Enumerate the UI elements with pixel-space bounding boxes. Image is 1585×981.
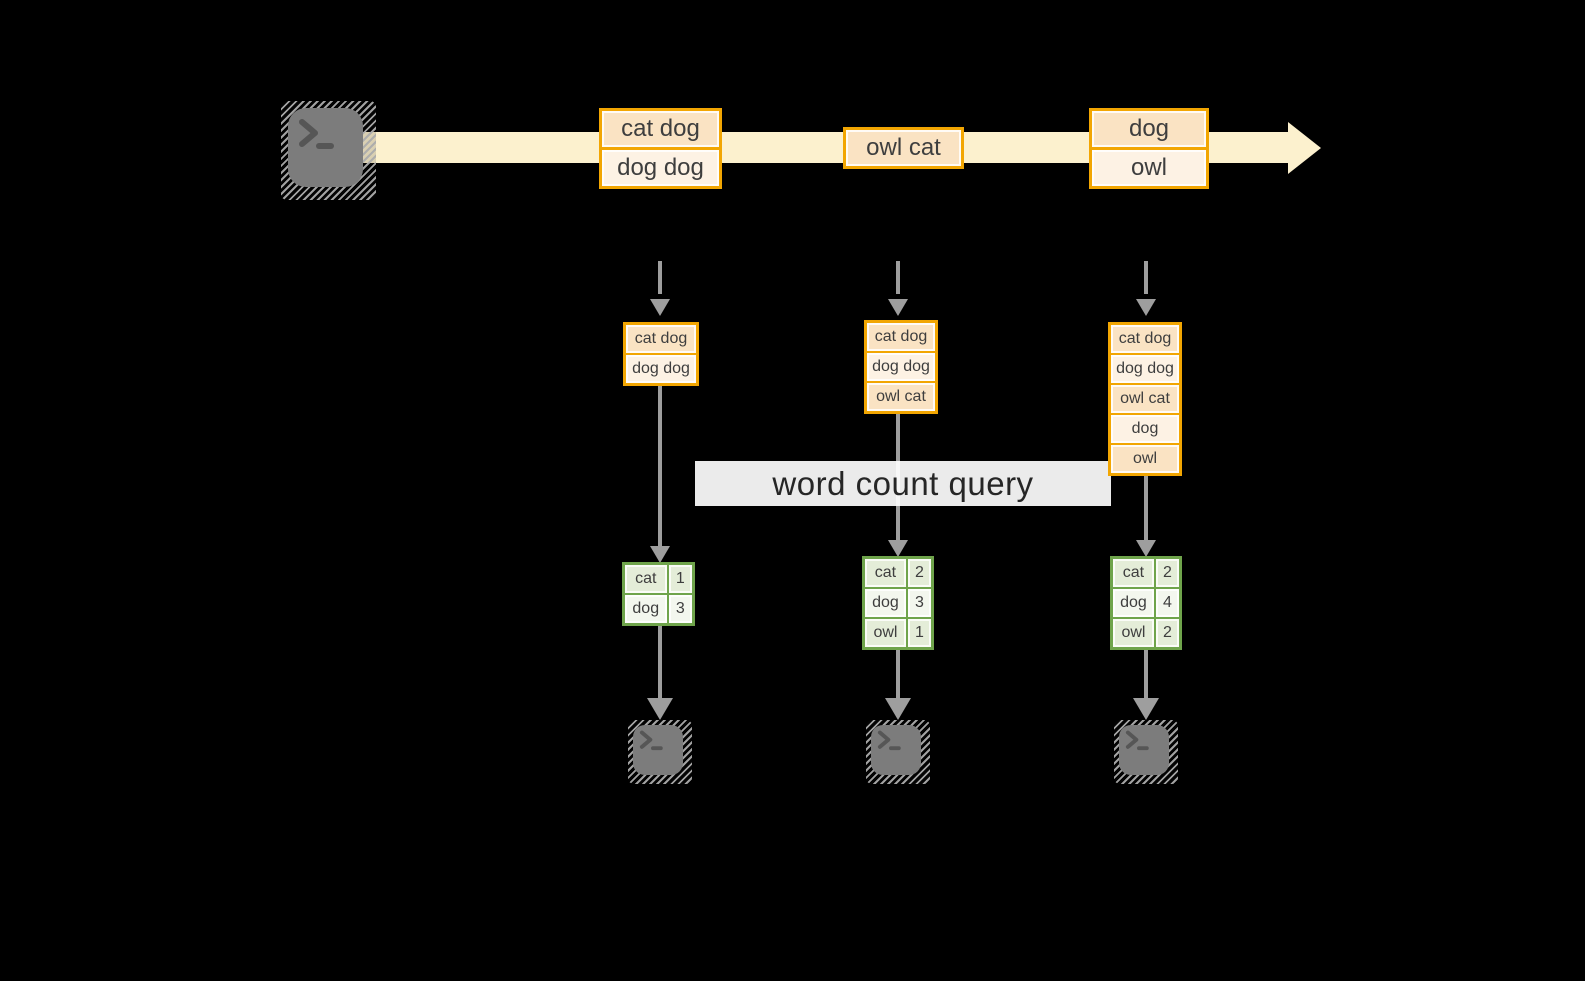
terminal-source-icon — [281, 101, 376, 200]
word-cell: owl — [1111, 443, 1179, 473]
prompt-glyph-icon — [639, 730, 663, 751]
count-word-cell: dog — [865, 589, 906, 617]
count-value-cell: 3 — [666, 595, 692, 623]
count-value-cell: 4 — [1153, 589, 1179, 617]
count-word-cell: owl — [1113, 619, 1154, 647]
word-cell: cat dog — [602, 111, 719, 147]
word-cell: cat dog — [867, 323, 935, 351]
down-arrow-icon — [650, 299, 670, 316]
connector-line — [1144, 650, 1148, 698]
dashed-arrow-line — [658, 261, 662, 294]
count-word-cell: dog — [625, 595, 667, 623]
down-arrow-icon — [650, 546, 670, 563]
word-cell: owl cat — [846, 130, 961, 166]
word-cell: dog — [1092, 111, 1206, 147]
stream-batch-box: owl cat — [843, 127, 964, 169]
count-value-cell: 1 — [666, 565, 692, 593]
word-cell: cat dog — [1111, 325, 1179, 353]
word-cell: dog dog — [867, 351, 935, 381]
down-arrow-icon — [1133, 698, 1159, 720]
count-value-cell: 3 — [905, 589, 931, 617]
word-cell: owl cat — [867, 381, 935, 411]
down-arrow-icon — [888, 299, 908, 316]
dashed-arrow-line — [1144, 261, 1148, 294]
word-cell: dog — [1111, 413, 1179, 443]
count-word-cell: cat — [865, 559, 906, 587]
down-arrow-icon — [1136, 299, 1156, 316]
count-value-cell: 2 — [905, 559, 931, 587]
word-cell: dog dog — [1111, 353, 1179, 383]
word-cell: owl — [1092, 147, 1206, 186]
prompt-glyph-icon — [299, 119, 334, 149]
dashed-arrow-line — [896, 261, 900, 294]
count-value-cell: 1 — [905, 619, 931, 647]
word-cell: owl cat — [1111, 383, 1179, 413]
terminal-sink-icon — [1114, 720, 1178, 784]
count-value-cell: 2 — [1153, 559, 1179, 587]
down-arrow-icon — [885, 698, 911, 720]
down-arrow-icon — [1136, 540, 1156, 557]
count-value-cell: 2 — [1153, 619, 1179, 647]
count-word-cell: owl — [865, 619, 906, 647]
prompt-glyph-icon — [1125, 730, 1149, 751]
connector-line — [658, 386, 662, 546]
stream-arrowhead-icon — [1288, 122, 1321, 174]
prompt-glyph-icon — [877, 730, 901, 751]
word-cell: dog dog — [602, 147, 719, 186]
connector-line — [1144, 476, 1148, 540]
count-word-cell: cat — [1113, 559, 1154, 587]
word-count-query-label: word count query — [695, 461, 1111, 506]
down-arrow-icon — [888, 540, 908, 557]
terminal-sink-icon — [628, 720, 692, 784]
count-word-cell: dog — [1113, 589, 1154, 617]
down-arrow-icon — [647, 698, 673, 720]
word-cell: dog dog — [626, 353, 696, 383]
terminal-sink-icon — [866, 720, 930, 784]
word-cell: cat dog — [626, 325, 696, 353]
connector-line — [896, 650, 900, 698]
count-word-cell: cat — [625, 565, 667, 593]
connector-line — [658, 626, 662, 698]
